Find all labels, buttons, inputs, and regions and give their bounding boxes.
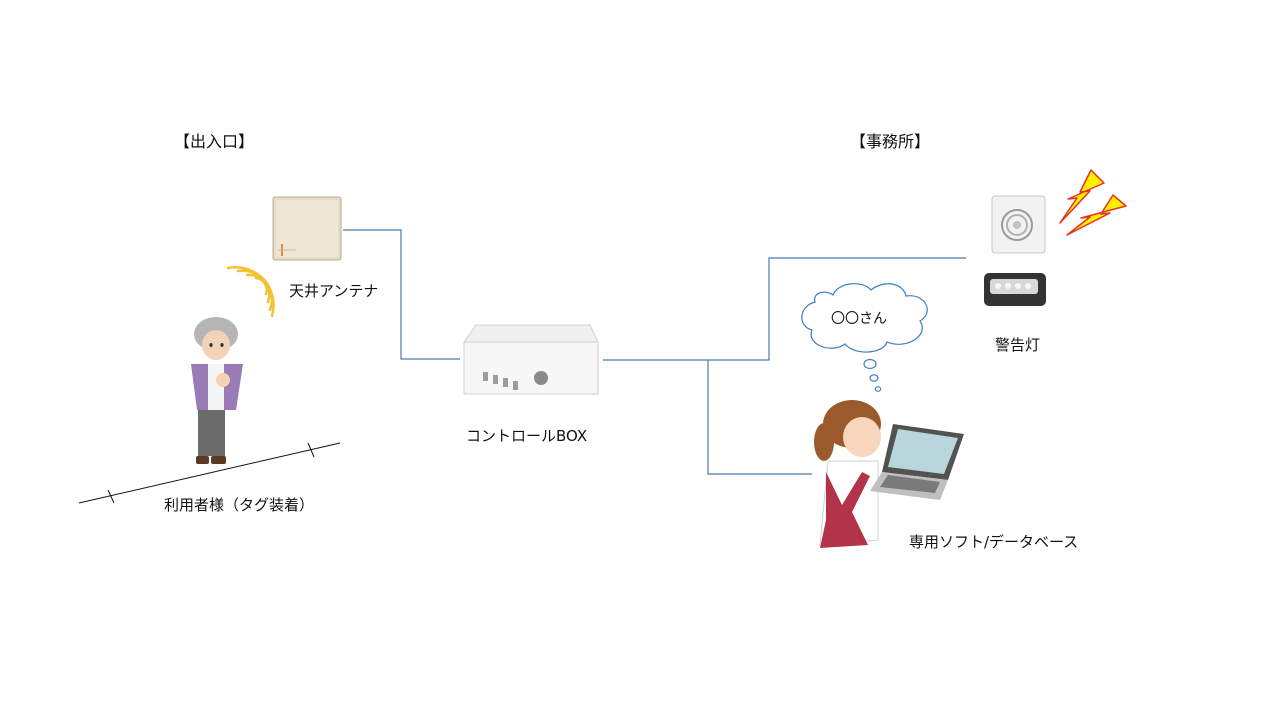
user-label: 利用者様（タグ装着） [164, 496, 315, 514]
antenna-label: 天井アンテナ [289, 282, 379, 300]
connection-lines [343, 229, 966, 475]
software-label: 専用ソフト/データベース [909, 533, 1079, 551]
junction-to-alarm-line [708, 257, 966, 361]
ceiling-antenna-image [272, 196, 342, 261]
junction-to-pc-line [707, 360, 812, 475]
floor-line [78, 442, 341, 504]
control-box-image [463, 324, 599, 395]
thought-bubble [801, 283, 928, 392]
alarm-lightning-icon [1059, 169, 1127, 236]
warning-light-label: 警告灯 [995, 336, 1041, 354]
elderly-user-image [191, 317, 243, 464]
antenna-to-box-line [343, 229, 460, 360]
radio-wave-icon [226, 266, 275, 318]
office-section-title: 【事務所】 [850, 132, 931, 151]
speaker-image [991, 195, 1046, 254]
thought-text: 〇〇さん [831, 311, 887, 327]
warning-light-image [984, 273, 1046, 306]
control-box-label: コントロールBOX [466, 427, 588, 445]
staff-with-laptop-image [814, 400, 964, 548]
entrance-section-title: 【出入口】 [174, 132, 255, 151]
